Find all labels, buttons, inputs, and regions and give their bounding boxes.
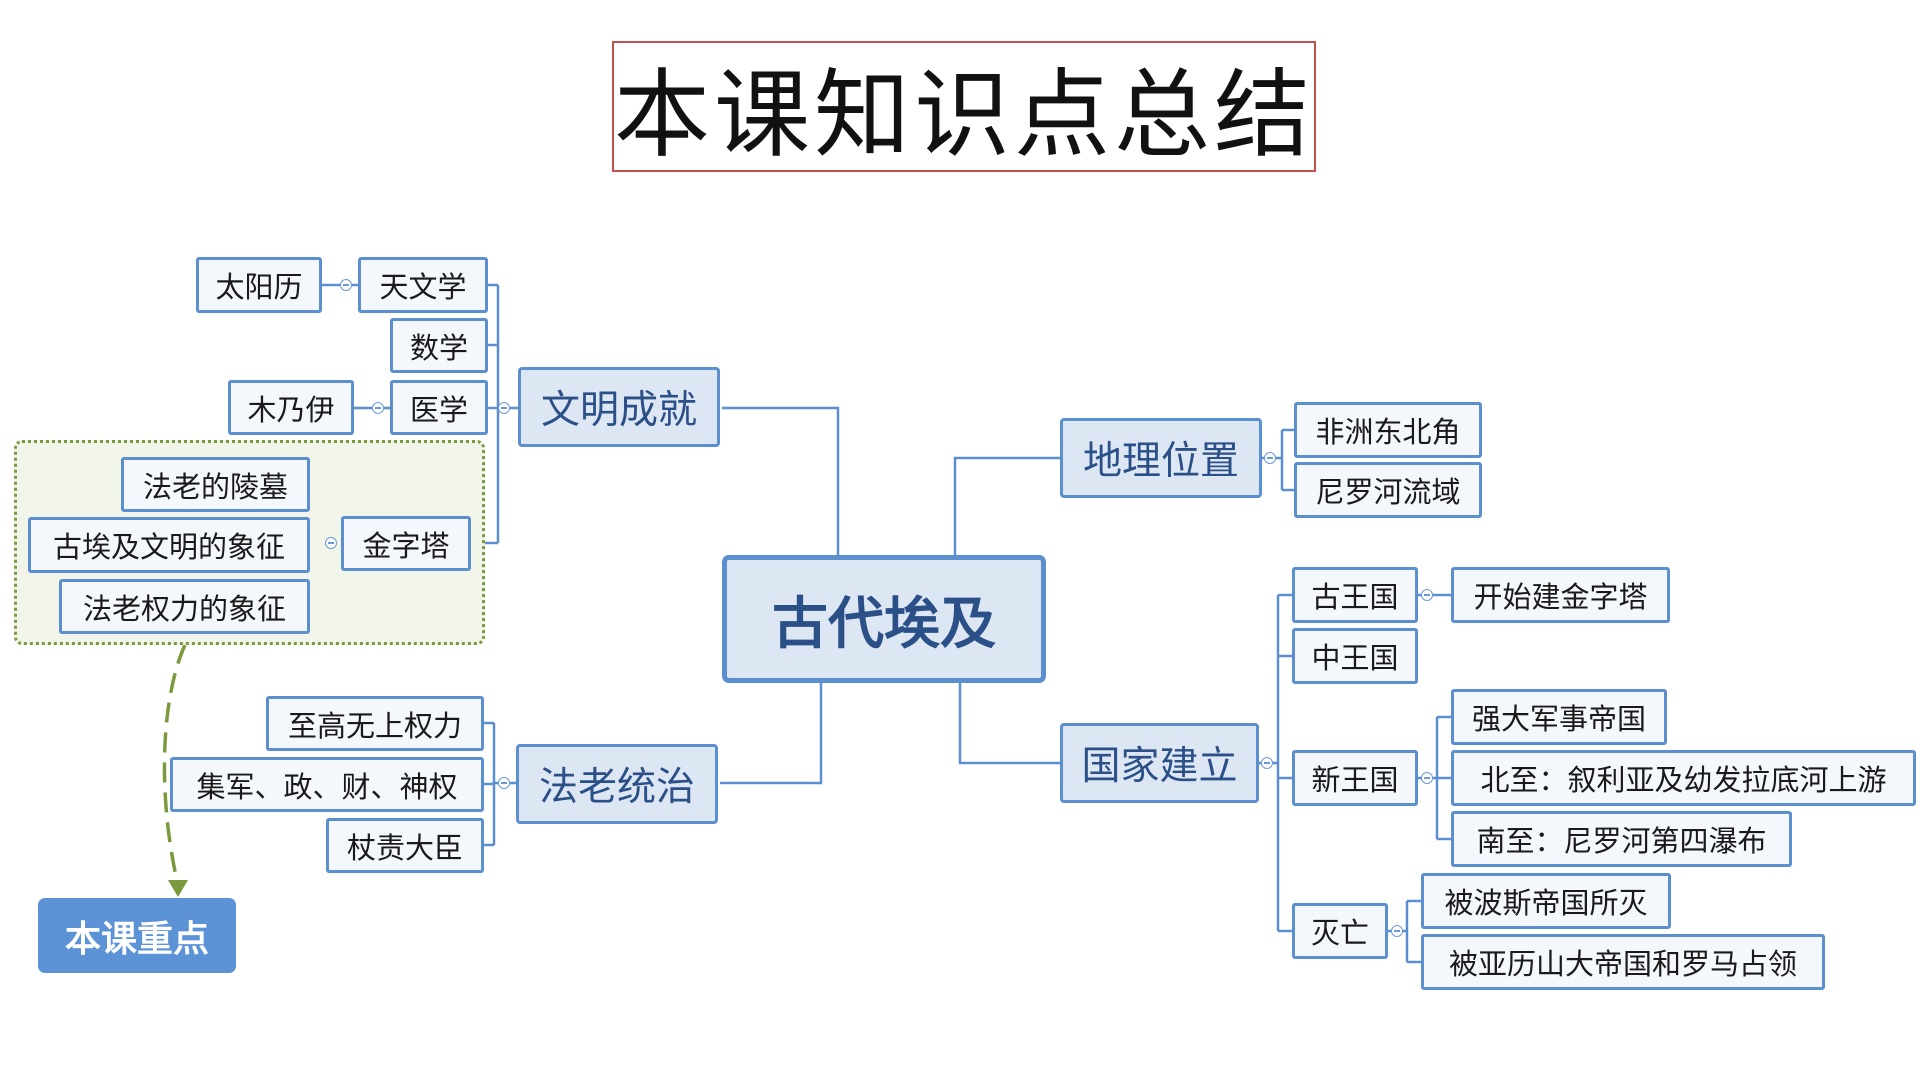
callout-arrow — [162, 644, 187, 886]
node-solar-calendar[interactable]: 太阳历 — [196, 257, 322, 313]
node-astronomy[interactable]: 天文学 — [358, 257, 488, 313]
collapse-toggle-icon[interactable] — [1261, 757, 1273, 769]
collapse-toggle-icon[interactable] — [498, 777, 510, 789]
node-south-boundary[interactable]: 南至：尼罗河第四瀑布 — [1451, 811, 1792, 867]
node-conquered-by-persia[interactable]: 被波斯帝国所灭 — [1421, 873, 1671, 929]
node-supreme-power[interactable]: 至高无上权力 — [266, 696, 484, 751]
node-northeast-africa[interactable]: 非洲东北角 — [1294, 402, 1482, 458]
node-symbol-of-pharaoh-power[interactable]: 法老权力的象征 — [59, 579, 310, 634]
node-medicine[interactable]: 医学 — [390, 380, 488, 435]
node-middle-kingdom[interactable]: 中王国 — [1292, 628, 1418, 684]
node-north-boundary[interactable]: 北至：叙利亚及幼发拉底河上游 — [1451, 750, 1916, 806]
node-fall[interactable]: 灭亡 — [1292, 903, 1388, 959]
collapse-toggle-icon[interactable] — [498, 402, 510, 414]
branch-state-founding[interactable]: 国家建立 — [1060, 723, 1259, 803]
central-topic[interactable]: 古代埃及 — [722, 555, 1046, 683]
collapse-toggle-icon[interactable] — [1421, 772, 1433, 784]
collapse-toggle-icon[interactable] — [1264, 452, 1276, 464]
node-old-kingdom[interactable]: 古王国 — [1292, 567, 1418, 623]
collapse-toggle-icon[interactable] — [340, 279, 352, 291]
callout-arrowhead — [168, 880, 188, 897]
collapse-toggle-icon[interactable] — [1391, 925, 1403, 937]
key-point-badge[interactable]: 本课重点 — [38, 898, 236, 973]
page-title: 本课知识点总结 — [612, 41, 1316, 172]
node-occupied-by-alexander-rome[interactable]: 被亚历山大帝国和罗马占领 — [1421, 934, 1825, 990]
node-nile-basin[interactable]: 尼罗河流域 — [1294, 462, 1482, 518]
branch-pharaoh-rule[interactable]: 法老统治 — [516, 744, 718, 824]
node-start-pyramids[interactable]: 开始建金字塔 — [1451, 567, 1670, 623]
node-pharaoh-tomb[interactable]: 法老的陵墓 — [121, 457, 310, 512]
node-symbol-of-civilization[interactable]: 古埃及文明的象征 — [28, 517, 310, 573]
node-mummy[interactable]: 木乃伊 — [228, 380, 354, 435]
node-cane-ministers[interactable]: 杖责大臣 — [326, 818, 484, 873]
collapse-toggle-icon[interactable] — [372, 402, 384, 414]
node-pyramid[interactable]: 金字塔 — [341, 516, 471, 571]
branch-geography[interactable]: 地理位置 — [1060, 418, 1262, 498]
collapse-toggle-icon[interactable] — [1421, 589, 1433, 601]
node-mathematics[interactable]: 数学 — [390, 318, 488, 373]
node-military-empire[interactable]: 强大军事帝国 — [1451, 689, 1667, 745]
node-combined-powers[interactable]: 集军、政、财、神权 — [170, 757, 484, 812]
branch-civilization[interactable]: 文明成就 — [518, 367, 720, 447]
node-new-kingdom[interactable]: 新王国 — [1292, 750, 1418, 806]
collapse-toggle-icon[interactable] — [325, 537, 337, 549]
